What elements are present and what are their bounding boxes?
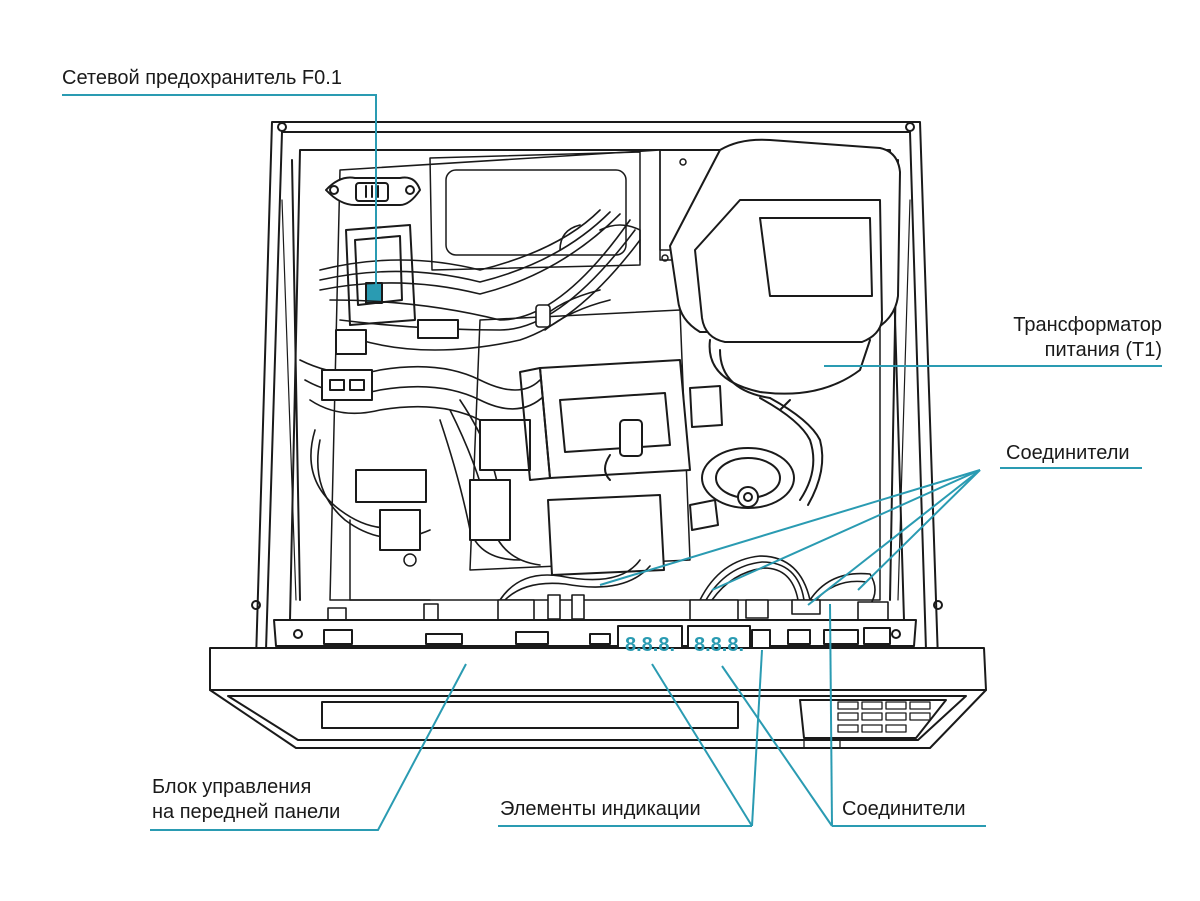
- connectors-bottom-label: Соединители: [842, 798, 966, 820]
- connectors-right-leader-3: [807, 469, 981, 606]
- fuse-leader: [62, 94, 377, 290]
- connectors-right-leader-4: [857, 469, 981, 591]
- connectors-right-leader-2: [711, 469, 981, 591]
- power-inlet: [325, 176, 421, 206]
- connectors-right-leader-1: [599, 469, 981, 586]
- connectors-bottom-leader-1: [721, 665, 833, 827]
- front-panel-leader: [150, 663, 467, 831]
- indicators-leader-1: [651, 663, 753, 827]
- front-panel-label-line1: Блок управления: [152, 776, 312, 798]
- indicators-label: Элементы индикации: [500, 798, 701, 820]
- front-panel-label-line2: на передней панели: [152, 801, 341, 823]
- front-panel: [209, 647, 987, 749]
- transformer-label-line2: питания (T1): [1044, 339, 1162, 361]
- fuse-label: Сетевой предохранитель F0.1: [62, 67, 342, 89]
- fuse-holder: [345, 224, 416, 326]
- left-connectors: [321, 319, 531, 551]
- display-left-digits: 8.8.8.: [625, 634, 675, 656]
- central-block: [519, 359, 723, 576]
- transformer-label-line1: Трансформатор: [1013, 314, 1162, 336]
- connectors-bottom-leader-2: [829, 603, 833, 827]
- callout-lines: [62, 94, 1162, 831]
- fan: [689, 447, 795, 531]
- display-right-digits: 8.8.8.: [694, 634, 744, 656]
- front-pcb: [273, 619, 917, 653]
- connectors-right-label: Соединители: [1006, 442, 1130, 464]
- transformer: [669, 138, 901, 506]
- indicators-leader-2: [751, 649, 763, 827]
